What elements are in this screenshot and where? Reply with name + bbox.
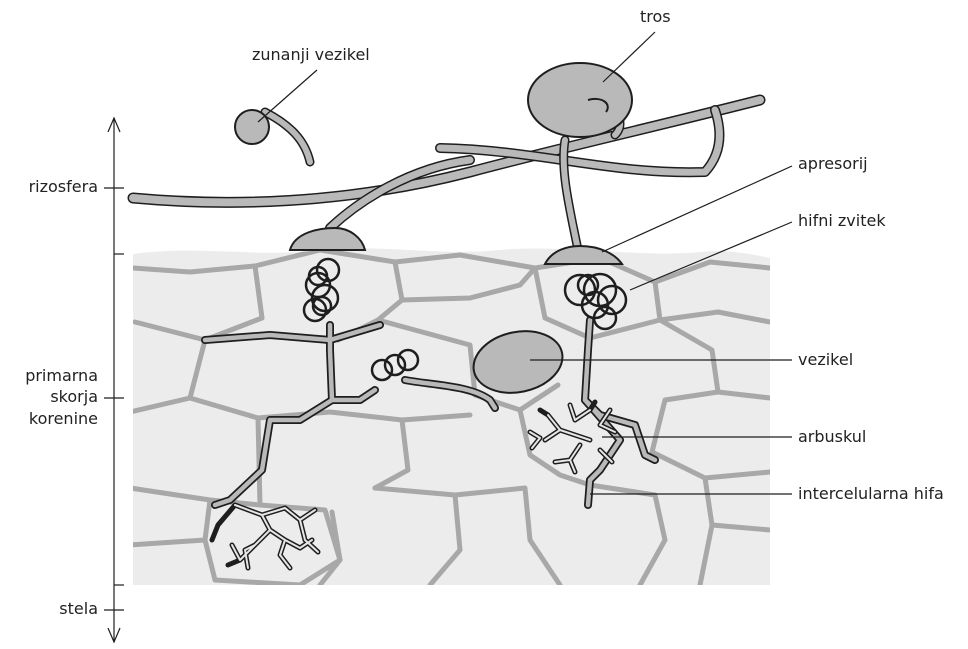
- label-stela: stela: [59, 599, 98, 618]
- leader-tros: [602, 31, 656, 83]
- label-hifni-zvitek: hifni zvitek: [798, 211, 886, 230]
- leader-hifni-zvitek: [629, 221, 793, 291]
- label-primarna: primarna: [25, 366, 98, 385]
- appressorium-left: [288, 226, 367, 251]
- hyphal-coils: [302, 257, 628, 382]
- label-arbuskul: arbuskul: [798, 427, 867, 446]
- label-skorja: skorja: [50, 387, 98, 406]
- label-intercelularna-hifa: intercelularna hifa: [798, 484, 944, 503]
- root-cortex: [133, 248, 770, 585]
- label-vezikel: vezikel: [798, 350, 854, 369]
- external-hyphae: [127, 91, 766, 255]
- label-tros: tros: [640, 7, 671, 26]
- arbuscule-left: [209, 502, 321, 571]
- appressorium-right: [543, 244, 624, 265]
- cell-walls: [133, 248, 770, 585]
- leader-zunanji-vezikel: [257, 69, 318, 123]
- axis-arrow-up-icon: [107, 116, 121, 133]
- external-vesicle: [234, 109, 270, 145]
- vertical-axis: [104, 116, 124, 644]
- internal-vesicle: [472, 330, 564, 394]
- label-rizosfera: rizosfera: [28, 177, 98, 196]
- label-zunanji-vezikel: zunanji vezikel: [252, 45, 370, 64]
- internal-hyphae: [201, 316, 659, 509]
- spore: [527, 62, 633, 138]
- label-korenine: korenine: [28, 409, 98, 428]
- axis-arrow-down-icon: [107, 627, 121, 644]
- leader-lines: [257, 31, 793, 495]
- arbuscule-right: [527, 399, 618, 475]
- leader-apresorij: [601, 165, 793, 253]
- label-apresorij: apresorij: [798, 154, 868, 173]
